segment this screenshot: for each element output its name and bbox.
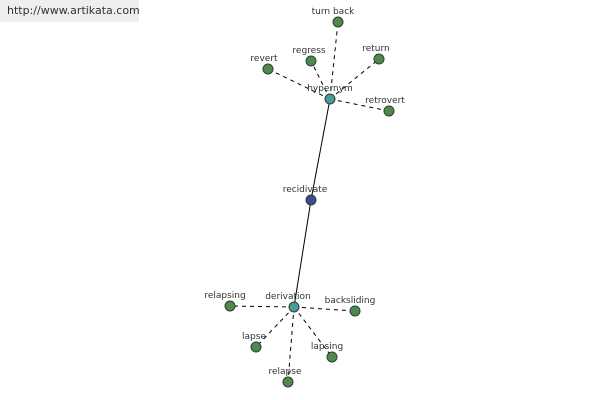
node-label-hypernym: hypernym [307,84,353,94]
edge-hypernym-regress [310,60,331,100]
edge-recidivate-hypernym [310,98,331,201]
node-lapse[interactable] [250,341,262,353]
node-derivation[interactable] [288,301,300,313]
edge-derivation-lapse [255,306,295,348]
node-backsliding[interactable] [349,305,361,317]
node-label-recidivate: recidivate [283,185,328,195]
edge-derivation-relapsing [229,305,295,308]
node-label-derivation: derivation [265,292,311,302]
node-revert[interactable] [262,63,274,75]
edge-derivation-lapsing [293,306,333,358]
node-regress[interactable] [305,55,317,67]
node-label-return: return [362,44,390,54]
node-label-backsliding: backsliding [325,296,376,306]
edge-derivation-backsliding [293,306,356,312]
node-recidivate[interactable] [305,194,317,206]
node-lapsing[interactable] [326,351,338,363]
site-url-link[interactable]: http://www.artikata.com [0,0,139,22]
node-label-retrovert: retrovert [365,96,405,106]
node-label-lapsing: lapsing [311,342,343,352]
node-hypernym[interactable] [324,93,336,105]
node-relapse[interactable] [282,376,294,388]
node-label-turn-back: turn back [312,7,356,17]
node-retrovert[interactable] [383,105,395,117]
edge-hypernym-return [329,58,380,100]
node-turn-back[interactable] [332,16,344,28]
node-label-relapse: relapse [269,367,302,377]
node-label-revert: revert [250,54,278,64]
node-return[interactable] [373,53,385,65]
node-relapsing[interactable] [224,300,236,312]
nodes-layer [224,16,395,388]
edge-hypernym-revert [267,68,331,100]
edge-hypernym-retrovert [329,98,390,112]
edge-hypernym-turn-back [329,21,339,100]
edge-recidivate-derivation [293,199,312,308]
node-label-relapsing: relapsing [204,291,245,301]
labels-layer: recidivate hypernym derivation turn back reg… [204,7,405,377]
node-label-lapse: lapse [242,332,266,342]
edges-layer [229,21,390,383]
node-label-regress: regress [292,46,325,56]
